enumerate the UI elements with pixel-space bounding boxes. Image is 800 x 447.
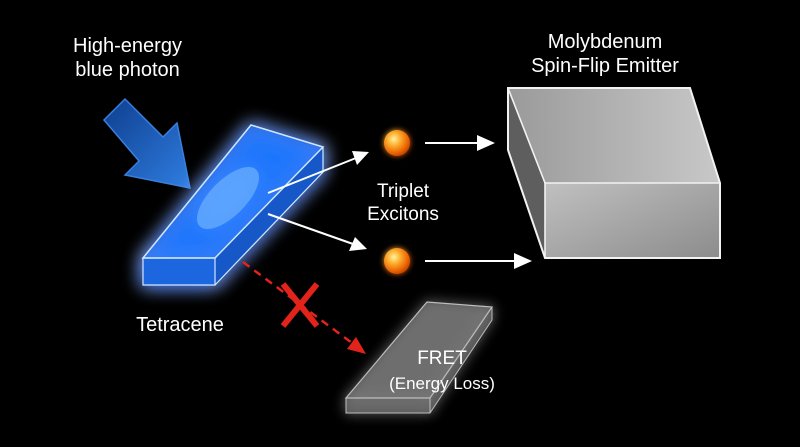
upper-emitter-arrow (425, 135, 495, 151)
photon-label-line1: High-energy (73, 35, 182, 57)
fret-label-line1: FRET (417, 348, 467, 369)
lower-exciton-sphere (384, 248, 410, 274)
triplet-excitons-label: Triplet Excitons (348, 181, 458, 227)
emitter-label-line1: Molybdenum (547, 31, 663, 53)
lower-exciton-arrow (267, 213, 367, 251)
blocked-x-icon (280, 282, 320, 328)
fret-label: FRET (Energy Loss) (362, 348, 522, 394)
lower-emitter-arrow (425, 253, 532, 269)
emitter-label: Molybdenum Spin-Flip Emitter (495, 30, 715, 78)
tetracene-label: Tetracene (136, 314, 224, 336)
fret-arrow (242, 260, 366, 354)
photon-label: High-energy blue photon (40, 34, 215, 82)
triplet-label-line2: Excitons (367, 203, 439, 225)
emitter-block (507, 87, 721, 259)
emitter-label-line2: Spin-Flip Emitter (531, 55, 679, 77)
upper-exciton-sphere (384, 130, 410, 156)
upper-exciton-arrow (267, 151, 369, 194)
photon-arrow (102, 97, 191, 189)
photon-label-line2: blue photon (75, 59, 180, 81)
fret-label-line2: (Energy Loss) (389, 373, 495, 393)
fret-block (344, 301, 494, 414)
triplet-label-line1: Triplet (376, 181, 430, 202)
